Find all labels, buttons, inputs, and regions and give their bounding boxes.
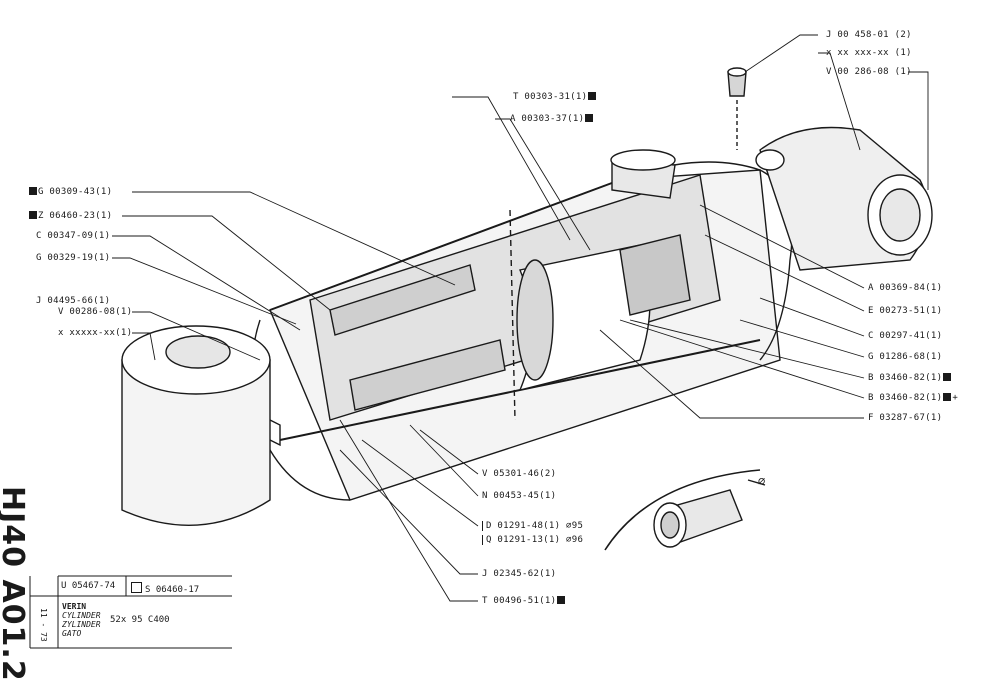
marker-square-icon [585,114,594,122]
name-cylinder: CYLINDER [62,611,101,620]
marker-square-icon [557,596,566,604]
label-g-00329-19: G 00329-19(1) [36,253,111,263]
label-a-00303-37: A 00303-37(1) [510,114,594,124]
leader-lines [112,34,929,602]
name-zylinder: ZYLINDER [62,620,101,629]
name-gato: GATO [62,629,82,638]
title-block-frame [29,575,232,649]
spec: 52x 95 C400 [110,615,170,625]
label-g-01286-68: G 01286-68(1) [868,352,943,362]
name-verin: VERIN [62,602,87,611]
marker-square-icon [29,187,37,195]
label-g-00309-43: G 00309-43(1) [28,187,112,197]
marker-square-icon [943,373,952,381]
label-j-04495-66: J 04495-66(1) [36,296,111,306]
cutaway-section [309,174,721,421]
label-x-xxxxx-xx: x xxxxx-xx(1) [58,328,133,338]
drawing-code: HJ40 A01.2 [0,486,30,682]
label-v-05301-46: V 05301-46(2) [482,469,557,479]
grease-nipple [727,67,747,150]
checkbox-square-icon [131,582,142,593]
threaded-plug-inset [604,469,766,551]
label-v-00286-08-front: V 00286-08(1) [58,307,133,317]
label-j-02345-62: J 02345-62(1) [482,569,557,579]
diameter-symbol: ∅ [758,474,766,488]
label-z-06460-23: Z 06460-23(1) [28,211,112,221]
front-rod-eye [121,325,281,526]
label-t-00496-51: T 00496-51(1) [482,596,566,606]
date: 11 - 73 [39,608,48,642]
label-b-03460-82-b: B 03460-82(1)+ [868,393,959,403]
label-f-03287-67: F 03287-67(1) [868,413,943,423]
label-a-00369-84: A 00369-84(1) [868,283,943,293]
code-s: S 06460-17 [131,582,199,595]
rear-clevis [755,126,933,271]
code-u: U 05467-74 [61,581,116,591]
label-e-00273-51: E 00273-51(1) [868,306,943,316]
label-v-00286-08-rear: V 00 286-08 (1) [826,67,912,77]
label-d-01291-48: D 01291-48(1) ∅95 [482,521,583,531]
label-t-00303-31: T 00303-31(1) [513,92,597,102]
marker-square-icon [943,393,952,401]
label-b-03460-82-a: B 03460-82(1) [868,373,952,383]
label-c-00347-09: C 00347-09(1) [36,231,111,241]
label-n-00453-45: N 00453-45(1) [482,491,557,501]
label-j-00458-01: J 00 458-01 (2) [826,30,912,40]
label-q-01291-13: Q 01291-13(1) ∅96 [482,535,583,545]
label-x-xx-xxx-xx: x xx xxx-xx (1) [826,48,912,58]
marker-square-icon [29,211,37,219]
marker-square-icon [588,92,597,100]
top-port [610,149,676,199]
label-c-00297-41: C 00297-41(1) [868,331,943,341]
